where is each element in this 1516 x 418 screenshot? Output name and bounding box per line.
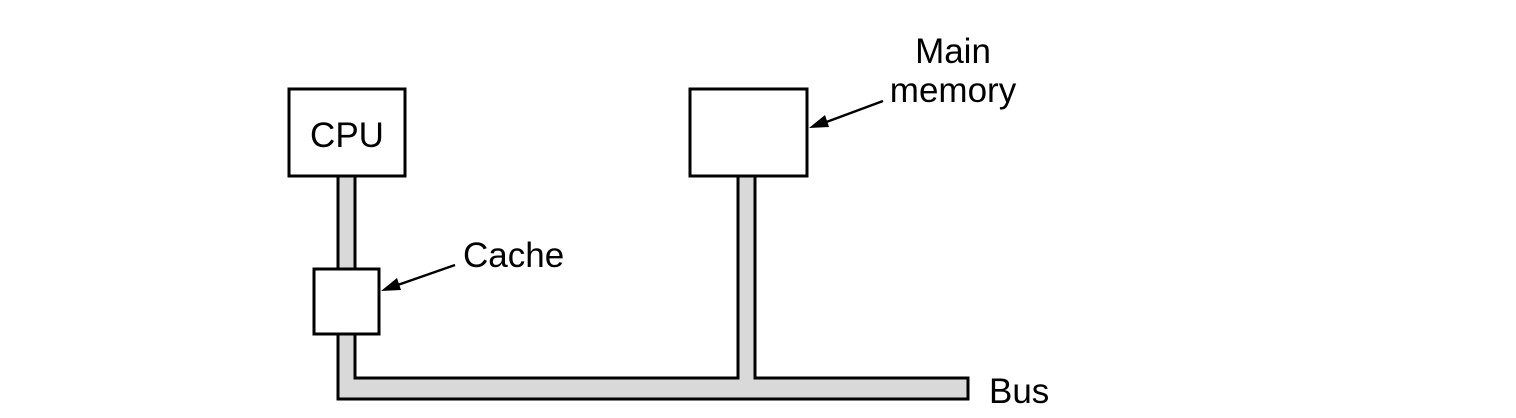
main-memory-label-line1: Main	[915, 32, 991, 71]
cpu-box	[287, 87, 407, 178]
main-memory-arrowhead	[809, 115, 829, 128]
cpu-label: CPU	[310, 116, 384, 155]
main-memory-label-line2: memory	[890, 71, 1017, 110]
bus-pipe	[336, 174, 357, 271]
cache-arrowhead	[381, 278, 401, 291]
cache-arrow	[391, 263, 456, 289]
main-memory-box	[688, 87, 809, 178]
main-memory-arrow	[820, 99, 884, 126]
bus-label: Bus	[989, 372, 1049, 411]
cache-box	[312, 267, 381, 336]
bus-pipe-main	[336, 174, 970, 401]
cache-label: Cache	[463, 236, 564, 275]
